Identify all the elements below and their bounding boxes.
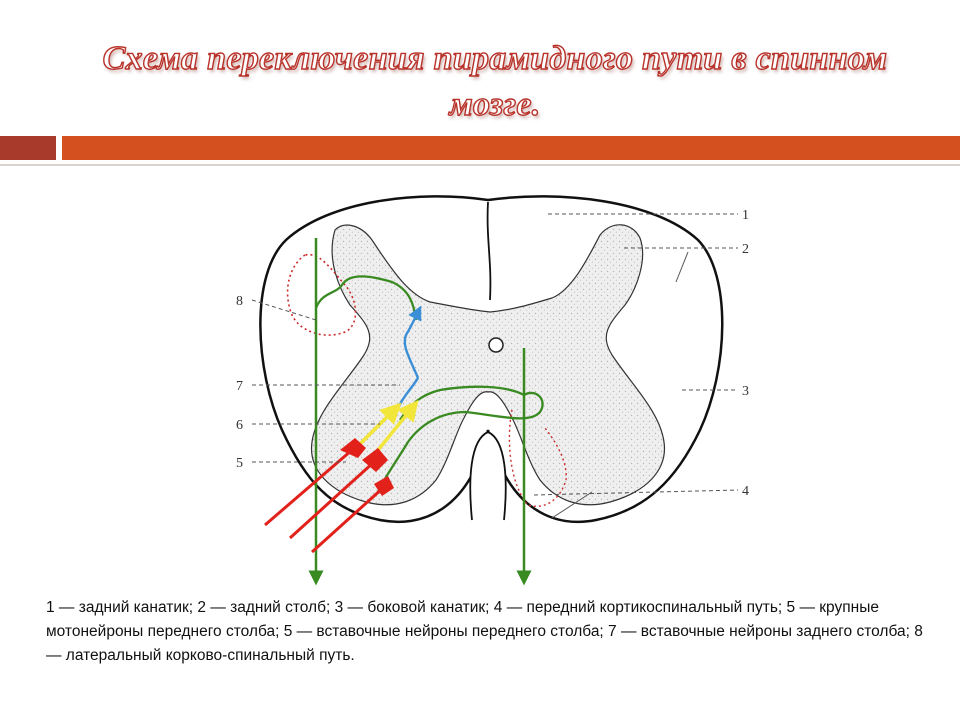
leader-4 [533, 489, 739, 496]
motoneuron-2 [362, 448, 388, 472]
leader-4b [551, 491, 593, 519]
title-accent-bar-left [0, 136, 56, 160]
label-8: 8 [236, 294, 243, 309]
label-4: 4 [742, 484, 749, 499]
title-divider [0, 164, 960, 166]
posterior-interneuron [403, 305, 422, 379]
motor-axon-3 [310, 485, 386, 554]
diagram-caption: 1 — задний канатик; 2 — задний столб; 3 … [46, 599, 923, 664]
label-2: 2 [742, 242, 749, 257]
lateral-tract-region [286, 253, 357, 336]
motor-axon-2 [288, 460, 376, 540]
label-6: 6 [236, 418, 243, 433]
posterior-septum [486, 201, 492, 301]
lateral-collateral [314, 275, 418, 321]
gray-matter [310, 224, 666, 506]
label-1: 1 [742, 208, 749, 223]
title-accent-bar [62, 136, 960, 160]
anterior-fissure [469, 431, 507, 521]
spinal-cord-diagram: 1 2 3 4 5 6 7 8 [236, 195, 749, 586]
motoneuron-1 [340, 438, 366, 458]
slide-title: Схема переключения пирамидного пути в сп… [102, 39, 888, 123]
leader-2b [675, 251, 689, 283]
anterior-tract-region [508, 409, 567, 507]
label-7: 7 [236, 379, 243, 394]
anterior-collateral [376, 391, 544, 493]
label-5: 5 [236, 456, 243, 471]
label-3: 3 [742, 384, 749, 399]
central-canal [488, 337, 504, 353]
